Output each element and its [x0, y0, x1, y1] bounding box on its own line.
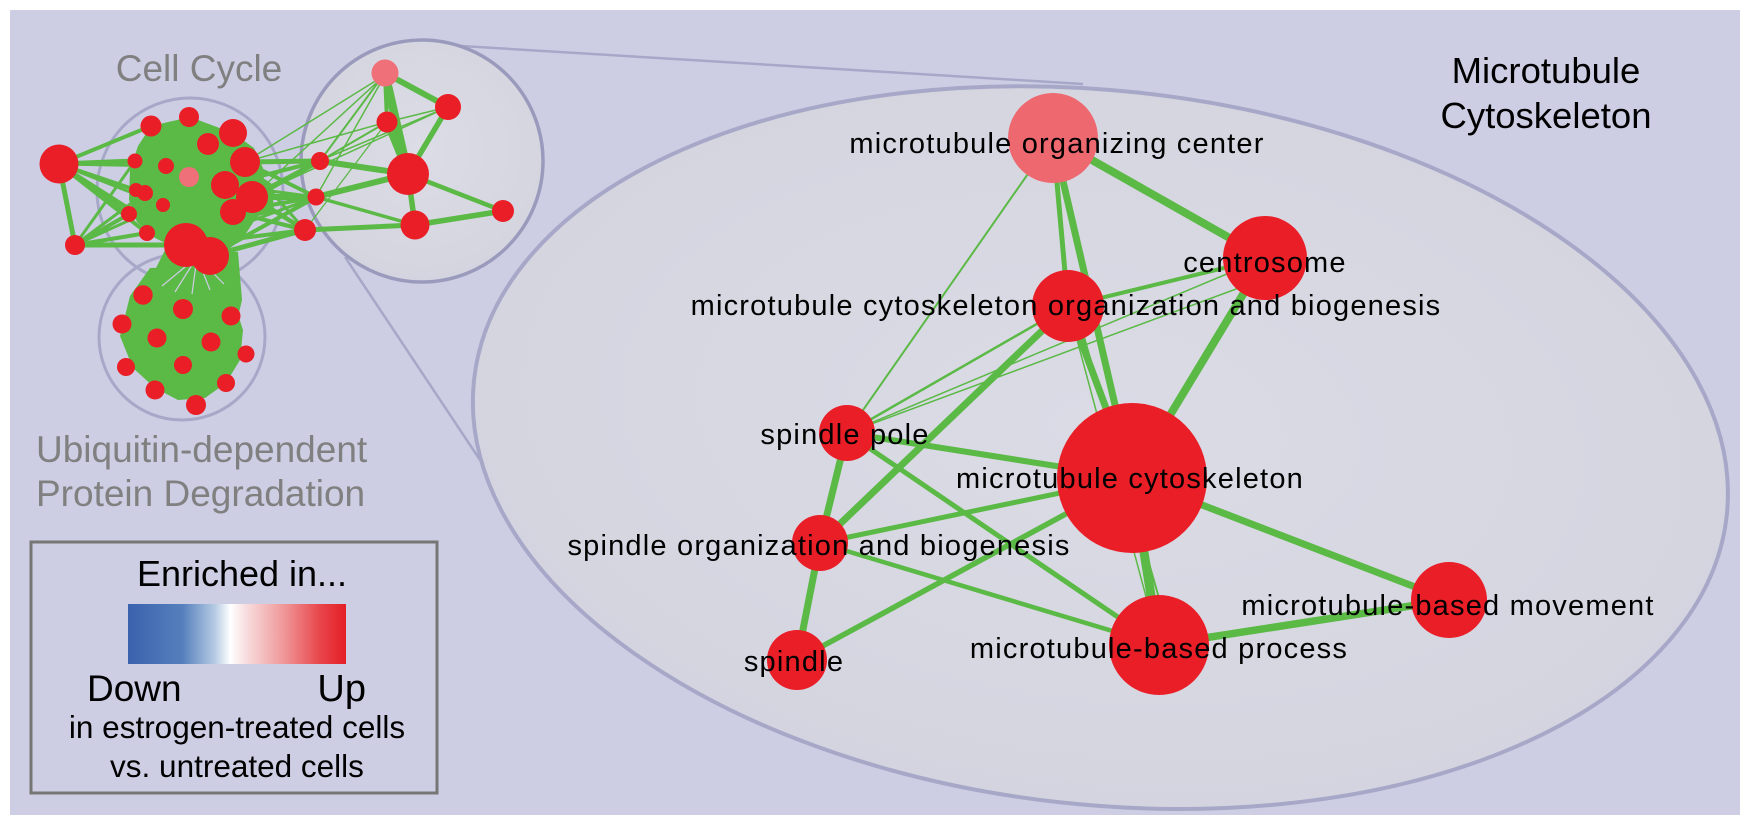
svg-text:Enriched in...: Enriched in... — [137, 553, 347, 594]
svg-text:Up: Up — [317, 668, 366, 710]
svg-text:Cytoskeleton: Cytoskeleton — [1441, 95, 1652, 136]
svg-text:microtubule cytoskeleton: microtubule cytoskeleton — [956, 463, 1304, 495]
svg-text:vs. untreated cells: vs. untreated cells — [110, 748, 364, 784]
svg-text:spindle pole: spindle pole — [760, 419, 929, 451]
svg-text:spindle: spindle — [744, 646, 844, 678]
svg-text:microtubule-based movement: microtubule-based movement — [1241, 590, 1654, 622]
svg-text:microtubule cytoskeleton organ: microtubule cytoskeleton organization an… — [691, 290, 1442, 322]
svg-text:Cell Cycle: Cell Cycle — [116, 48, 283, 89]
svg-text:centrosome: centrosome — [1183, 247, 1347, 279]
svg-text:Protein Degradation: Protein Degradation — [36, 473, 365, 514]
svg-text:Down: Down — [87, 668, 182, 709]
svg-text:microtubule organizing center: microtubule organizing center — [849, 128, 1264, 160]
svg-text:Ubiquitin-dependent: Ubiquitin-dependent — [36, 429, 368, 470]
svg-text:in estrogen-treated cells: in estrogen-treated cells — [69, 709, 405, 745]
svg-text:microtubule-based process: microtubule-based process — [970, 633, 1348, 665]
svg-text:Microtubule: Microtubule — [1452, 50, 1641, 91]
svg-text:spindle organization and bioge: spindle organization and biogenesis — [567, 530, 1070, 562]
